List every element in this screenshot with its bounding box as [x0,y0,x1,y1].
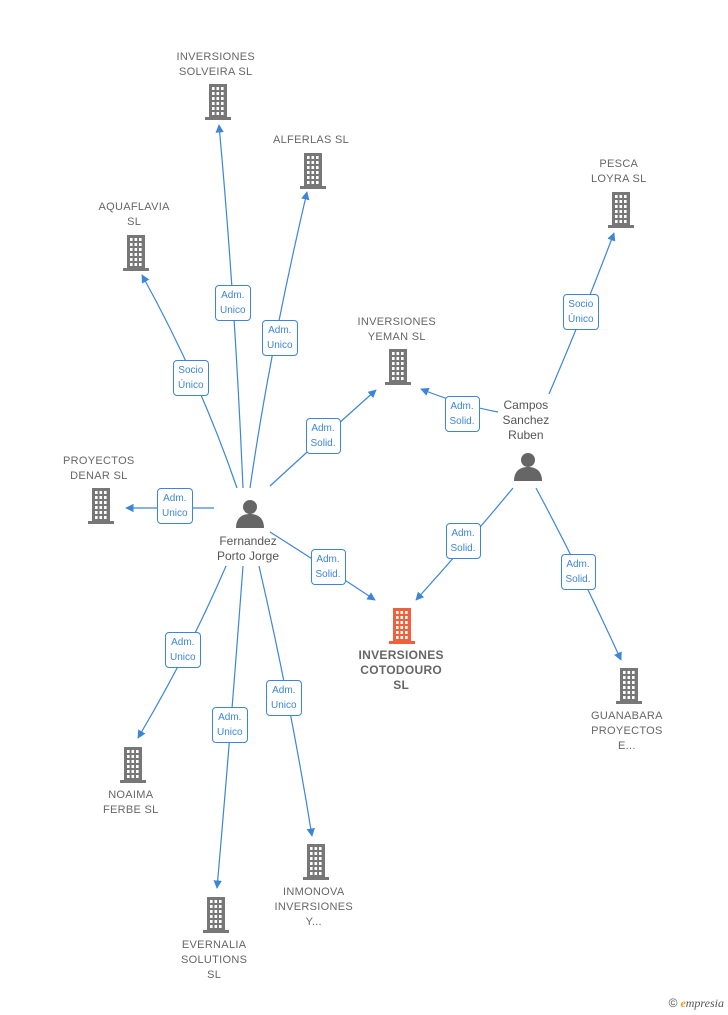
company-building-icon[interactable] [121,235,151,276]
relation-label[interactable]: Adm. Solid. [444,396,480,432]
company-name-label[interactable]: GUANABARA PROYECTOS E... [591,709,663,754]
relation-label[interactable]: Adm. Unico [212,707,248,743]
relation-label-line: Adm. [450,401,474,412]
company-building-icon[interactable] [86,488,116,529]
person-icon[interactable] [513,451,543,486]
relation-label-line: Unico [217,727,243,738]
relation-label[interactable]: Adm. Solid. [560,554,596,590]
company-name-label[interactable]: AQUAFLAVIA SL [99,200,170,230]
relation-label-line: Único [178,380,204,391]
name-line: COTODOURO [360,663,443,677]
relation-label[interactable]: Adm. Unico [157,488,193,524]
company-building-icon[interactable] [118,747,148,788]
relation-label-line: Adm. [218,712,242,723]
name-line: AQUAFLAVIA [98,201,170,213]
relation-label-line: Socio [178,365,204,376]
name-line: Sanchez [502,413,550,427]
company-name-label[interactable]: INVERSIONES SOLVEIRA SL [177,50,256,80]
name-line: ALFERLAS SL [273,134,350,146]
relation-label-line: Unico [162,508,188,519]
name-line: SOLVEIRA SL [179,66,253,78]
relation-label[interactable]: Adm. Unico [266,680,302,716]
name-line: LOYRA SL [591,173,647,185]
empresia-brand[interactable]: ©empresia [668,996,724,1010]
relation-label[interactable]: Adm. Unico [215,285,251,321]
relation-label-line: Adm. [272,685,296,696]
name-line: E... [618,740,636,752]
relation-label-line: Unico [271,700,297,711]
name-line: SOLUTIONS [181,954,248,966]
company-building-icon[interactable] [614,668,644,709]
relation-label-line: Adm. [163,493,187,504]
relation-label-line: Unico [170,652,196,663]
name-line: NOAIMA [108,789,154,801]
relation-label-line: Adm. [566,559,590,570]
name-line: INMONOVA [283,886,345,898]
relation-label-line: Solid. [565,574,591,585]
name-line: SL [207,969,222,981]
relation-label[interactable]: Adm. Solid. [305,418,341,454]
relation-label-line: Adm. [311,423,335,434]
name-line: DENAR SL [70,470,128,482]
name-line: PROYECTOS [63,455,135,467]
company-building-icon[interactable] [298,153,328,194]
relation-label[interactable]: Adm. Unico [262,320,298,356]
company-building-icon[interactable] [201,897,231,938]
relation-label[interactable]: Adm. Solid. [445,523,481,559]
focus-company-building-icon[interactable] [387,608,417,649]
company-name-label[interactable]: PESCA LOYRA SL [591,157,647,187]
name-line: GUANABARA [591,710,663,722]
relation-label-line: Adm. [451,528,475,539]
company-name-label[interactable]: ALFERLAS SL [273,133,349,148]
relation-label-line: Solid. [315,569,341,580]
relation-label-line: Solid. [449,416,475,427]
relation-label-line: Socio [568,299,594,310]
relation-label-line: Adm. [268,325,292,336]
company-name-label[interactable]: INVERSIONES YEMAN SL [358,315,437,345]
name-line: FERBE SL [103,804,159,816]
relation-label-line: Solid. [310,438,336,449]
company-name-label[interactable]: INMONOVA INVERSIONES Y... [275,885,354,930]
company-building-icon[interactable] [606,192,636,233]
company-building-icon[interactable] [203,84,233,125]
name-line: Ruben [508,428,544,442]
name-line: Fernandez [219,534,277,548]
relation-label[interactable]: Adm. Solid. [310,549,346,585]
name-line: INVERSIONES [357,316,436,328]
person-icon[interactable] [235,498,265,533]
name-line: YEMAN SL [367,331,426,343]
name-line: Y... [305,916,322,928]
name-line: SL [393,678,410,692]
company-name-label[interactable]: PROYECTOS DENAR SL [63,454,135,484]
relation-label-line: Adm. [171,637,195,648]
name-line: Campos [503,398,549,412]
relation-label-line: Único [568,314,594,325]
company-building-icon[interactable] [383,349,413,390]
company-name-label[interactable]: EVERNALIA SOLUTIONS SL [181,938,247,983]
relation-label-line: Unico [267,340,293,351]
name-line: EVERNALIA [181,939,247,951]
name-line: SL [127,216,142,228]
name-line: PROYECTOS [591,725,663,737]
relation-label-line: Solid. [450,543,476,554]
relation-label-line: Adm. [316,554,340,565]
name-line: INVERSIONES [274,901,353,913]
name-line: Porto Jorge [217,549,280,563]
company-name-label[interactable]: NOAIMA FERBE SL [103,788,159,818]
name-line: INVERSIONES [358,648,444,662]
company-building-icon[interactable] [301,844,331,885]
relation-label[interactable]: Adm. Unico [165,632,201,668]
relation-label-line: Unico [220,305,246,316]
name-line: INVERSIONES [176,51,255,63]
relation-label-line: Adm. [221,290,245,301]
name-line: PESCA [599,158,639,170]
